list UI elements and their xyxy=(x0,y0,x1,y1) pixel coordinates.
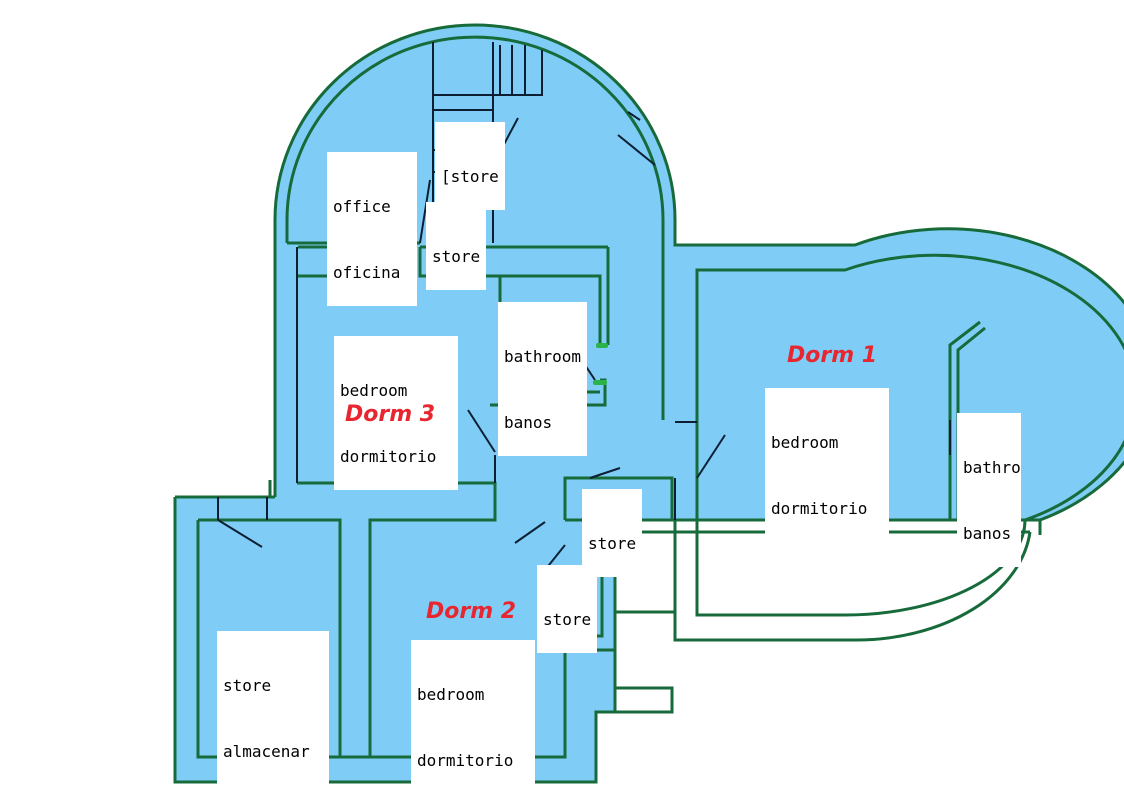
label-text: dormitorio xyxy=(771,499,868,518)
label-store-stairs: [store xyxy=(435,122,505,210)
label-bathroom-center: bathroom banos xyxy=(498,302,588,456)
label-text: banos xyxy=(963,524,1012,543)
dorm3-title: Dorm 3 xyxy=(345,402,436,427)
label-store-lower: store xyxy=(537,565,598,653)
label-text: [store xyxy=(441,167,499,186)
label-bathroom-right: bathro banos xyxy=(957,413,1021,567)
label-text: oficina xyxy=(333,263,401,282)
label-text: bedroom xyxy=(417,685,485,704)
label-text: store xyxy=(223,676,272,695)
label-text: bathro xyxy=(963,458,1021,477)
label-text: bedroom xyxy=(340,381,408,400)
door-marks xyxy=(593,343,608,385)
label-text: bedroom xyxy=(771,433,839,452)
label-text: store xyxy=(432,247,481,266)
dorm2-title: Dorm 2 xyxy=(426,599,517,624)
label-text: banos xyxy=(504,413,553,432)
label-bedroom-dorm1: bedroom dormitorio xyxy=(765,388,889,542)
label-text: bathroom xyxy=(504,347,582,366)
label-office: office oficina xyxy=(327,152,417,306)
label-text: store xyxy=(543,610,592,629)
label-text: dormitorio xyxy=(417,751,514,770)
label-text: almacenar xyxy=(223,742,310,761)
label-text: dormitorio xyxy=(340,447,437,466)
label-bedroom-dorm2: bedroom dormitorio xyxy=(411,640,535,794)
label-text: store xyxy=(588,534,637,553)
label-store-mid: store xyxy=(582,489,643,577)
label-store-hall: store xyxy=(426,202,487,290)
label-bedroom-dorm3: bedroom dormitorio xyxy=(334,336,458,490)
label-text: office xyxy=(333,197,391,216)
dorm1-title: Dorm 1 xyxy=(787,343,878,368)
label-store-almacenar: store almacenar xyxy=(217,631,329,785)
